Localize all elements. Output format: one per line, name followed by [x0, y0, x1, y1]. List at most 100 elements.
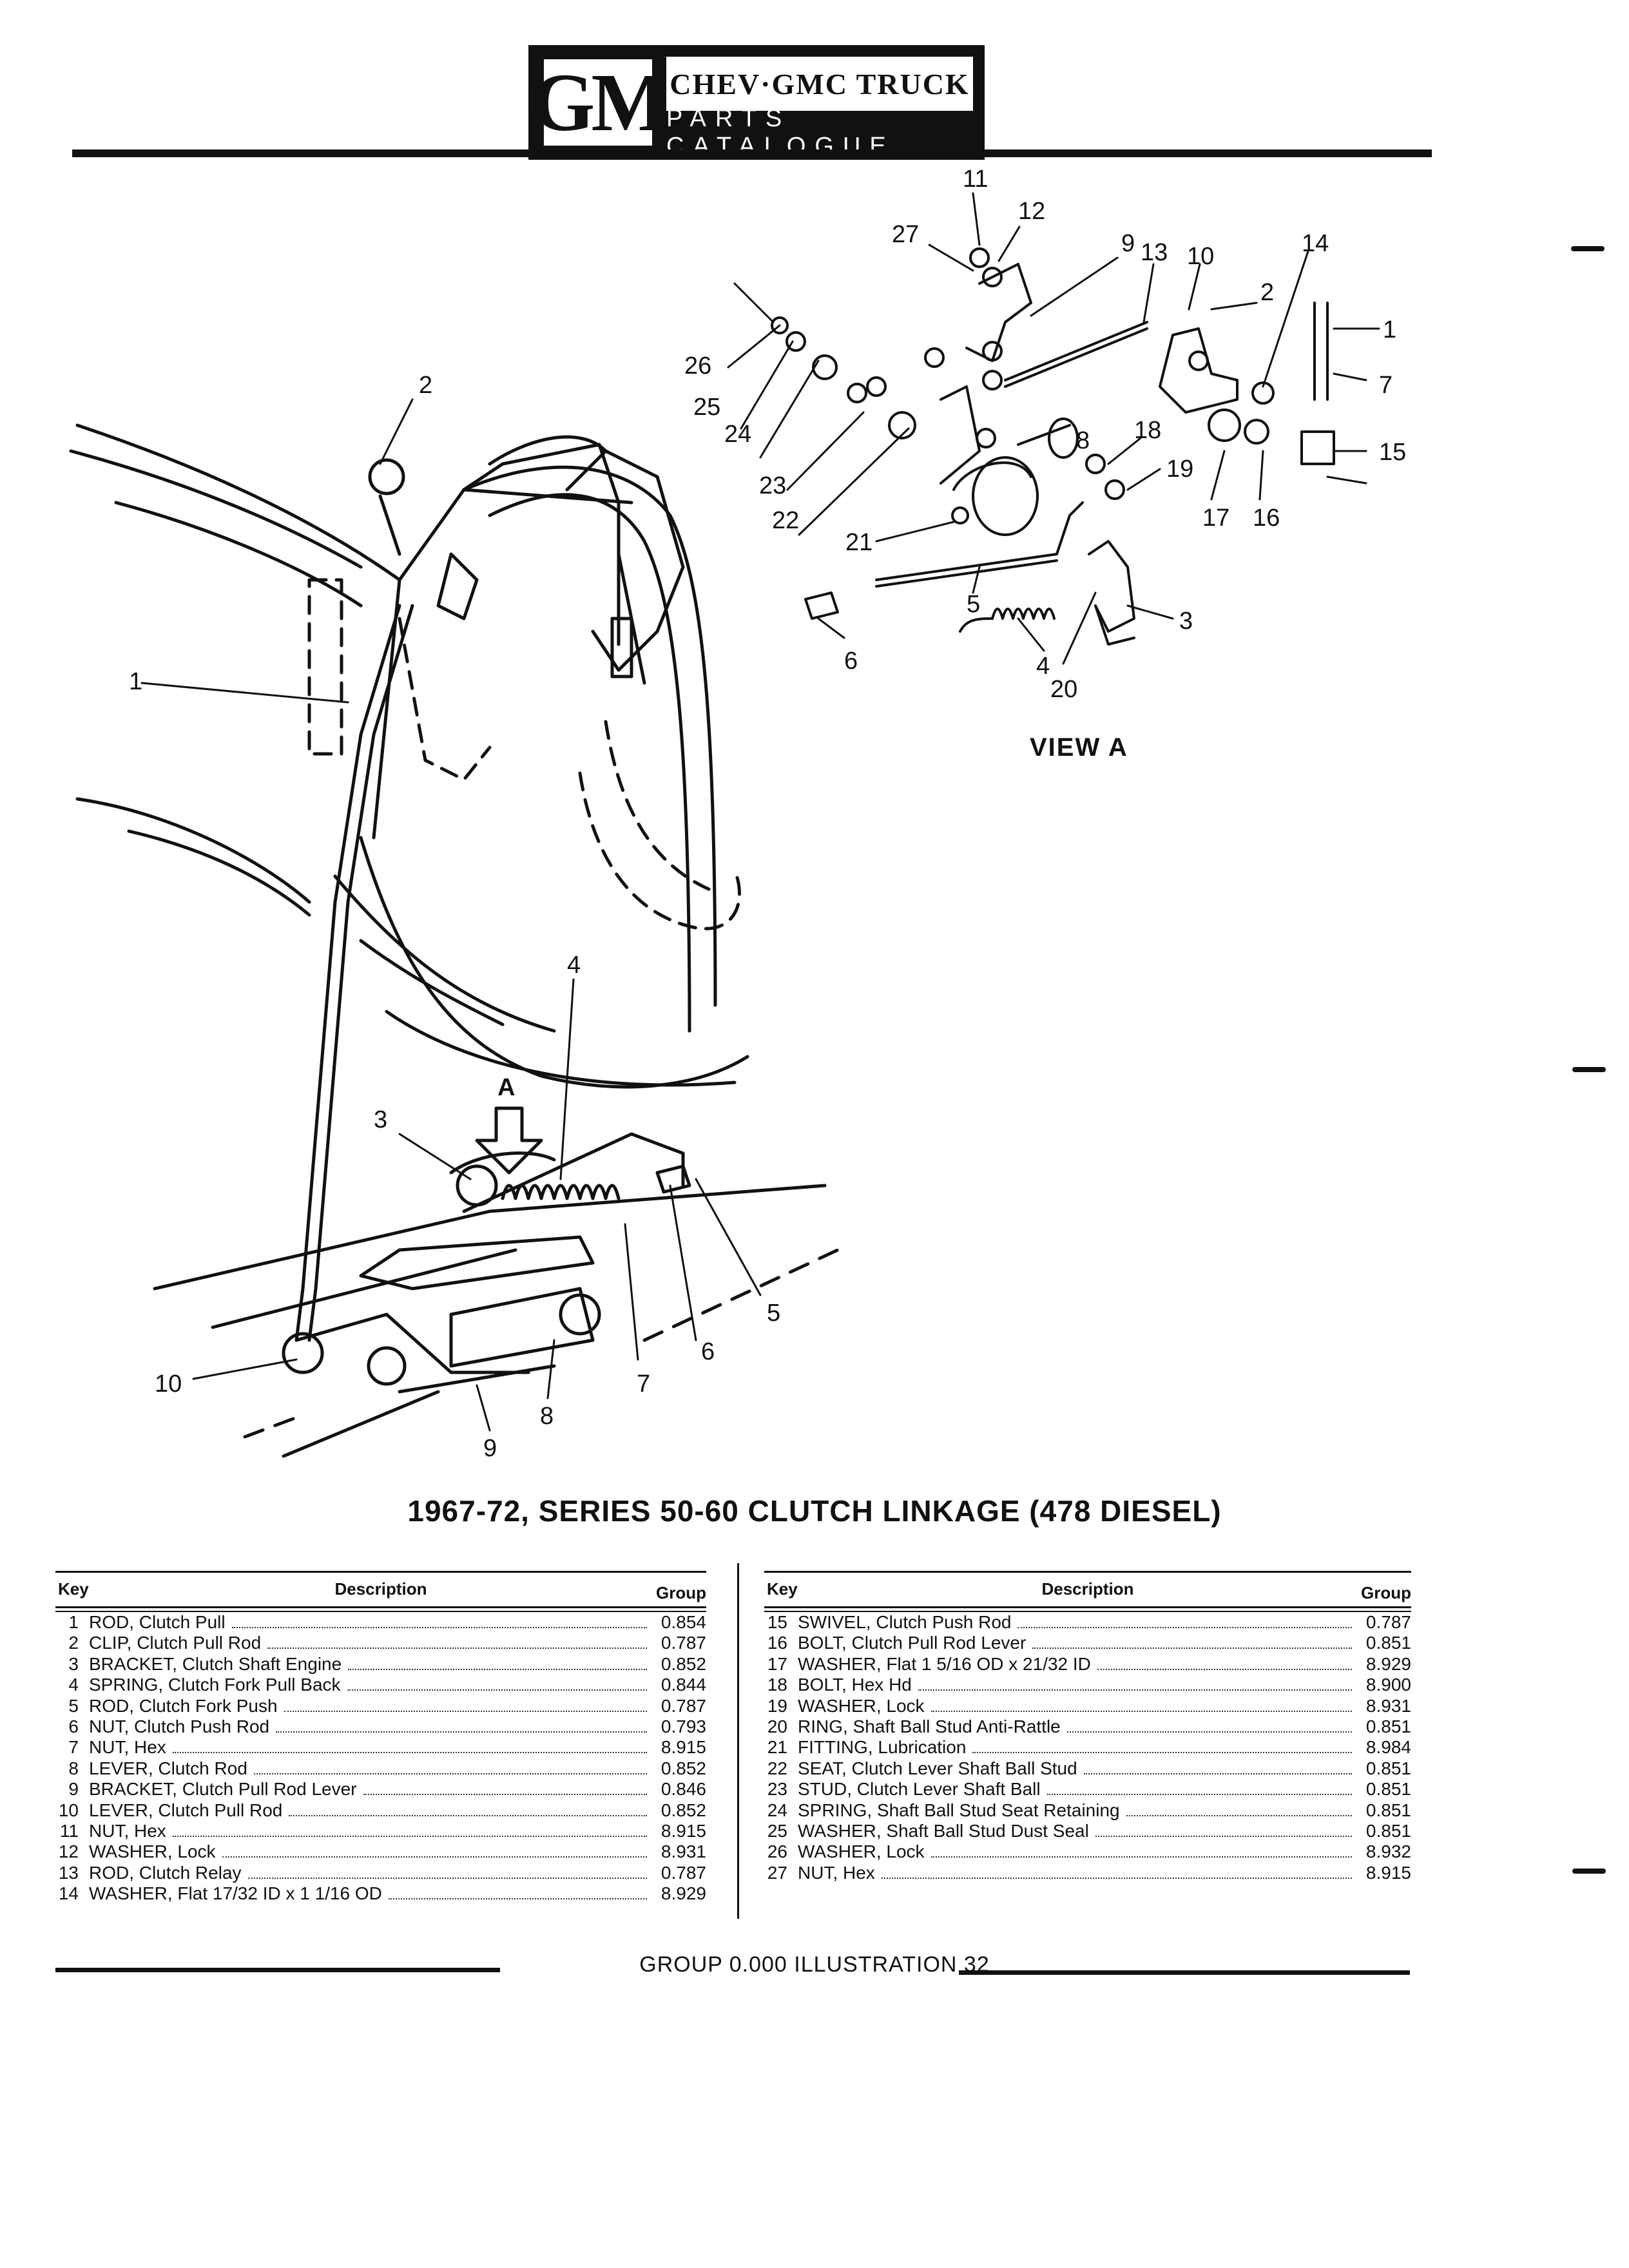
part-description: WASHER, Shaft Ball Stud Dust Seal	[798, 1820, 1089, 1841]
part-key: 8	[68, 1758, 79, 1778]
part-description: BOLT, Hex Hd	[798, 1675, 912, 1695]
part-description: WASHER, Lock	[798, 1695, 925, 1716]
part-description: NUT, Hex	[89, 1820, 166, 1841]
part-key: 15	[767, 1612, 787, 1632]
leader-dots	[1017, 1627, 1352, 1628]
view-a-callout-6: 6	[844, 648, 858, 675]
part-description: ROD, Clutch Fork Push	[89, 1695, 278, 1716]
part-key: 7	[68, 1737, 79, 1758]
leader-dots	[247, 1877, 647, 1879]
leader-dots	[388, 1898, 647, 1900]
part-group-number: 0.851	[1365, 1820, 1411, 1841]
view-a-callout-11: 11	[963, 166, 988, 193]
part-key: 27	[767, 1862, 787, 1883]
part-group-number: 8.915	[1365, 1862, 1411, 1883]
view-a-callout-21: 21	[845, 529, 872, 556]
part-group-number: 0.787	[660, 1695, 706, 1716]
parts-table-header: Key Description Group	[55, 1571, 706, 1605]
part-description: NUT, Clutch Push Rod	[89, 1716, 270, 1736]
callout-7: 7	[637, 1370, 650, 1398]
figure-caption: 1967-72, SERIES 50-60 CLUTCH LINKAGE (47…	[407, 1494, 1222, 1528]
part-description: WASHER, Flat 17/32 ID x 1 1/16 OD	[89, 1883, 382, 1904]
leader-dots	[930, 1856, 1352, 1858]
part-group-number: 0.844	[660, 1675, 706, 1695]
leader-dots	[284, 1710, 647, 1712]
view-a-callout-1: 1	[1383, 316, 1396, 343]
part-key: 22	[767, 1758, 787, 1778]
part-key: 2	[68, 1633, 79, 1653]
part-description: RING, Shaft Ball Stud Anti-Rattle	[798, 1716, 1061, 1736]
callout-5: 5	[767, 1300, 780, 1327]
view-a-callout-17: 17	[1202, 505, 1229, 532]
header-group: Group	[1361, 1583, 1411, 1602]
part-group-number: 0.793	[660, 1716, 706, 1736]
part-key: 16	[767, 1633, 787, 1653]
leader-dots	[253, 1773, 647, 1774]
header-key: Key	[58, 1579, 89, 1599]
part-key: 25	[767, 1820, 787, 1841]
parts-table-right: Key Description Group 15 SWIVEL, Clutch P…	[764, 1571, 1411, 1883]
table-column-divider	[737, 1563, 739, 1919]
part-group-number: 0.851	[1365, 1800, 1411, 1820]
leader-dots	[1032, 1648, 1352, 1649]
view-a-callout-19: 19	[1166, 456, 1193, 483]
part-description: SEAT, Clutch Lever Shaft Ball Stud	[798, 1758, 1077, 1778]
part-group-number: 0.846	[660, 1779, 706, 1800]
part-description: SWIVEL, Clutch Push Rod	[798, 1612, 1012, 1632]
leader-dots	[172, 1835, 647, 1837]
parts-table-header: Key Description Group	[764, 1571, 1411, 1605]
part-description: NUT, Hex	[798, 1862, 875, 1883]
part-key: 20	[767, 1716, 787, 1736]
clutch-linkage-illustration: A 1 2 3 4 5 6 7 8 9 10 11 12 27 9 13 10 …	[69, 166, 1406, 1462]
part-group-number: 8.984	[1365, 1737, 1411, 1758]
part-group-number: 0.787	[660, 1862, 706, 1883]
view-a-callout-23: 23	[759, 472, 786, 499]
part-description: SPRING, Shaft Ball Stud Seat Retaining	[798, 1800, 1120, 1820]
view-arrow-letter: A	[497, 1074, 515, 1101]
leader-dots	[276, 1731, 647, 1733]
footer-rule-right	[959, 1970, 1410, 1975]
leader-dots	[1046, 1794, 1352, 1796]
view-a-callout-16: 16	[1253, 505, 1280, 532]
clutch-shaft-bracket	[368, 449, 685, 685]
part-key: 19	[767, 1695, 787, 1716]
part-key: 11	[59, 1820, 79, 1841]
leader-dots	[363, 1794, 647, 1796]
leader-lines-main	[140, 398, 762, 1432]
callout-4: 4	[567, 952, 581, 979]
view-a-callout-15: 15	[1379, 439, 1406, 466]
view-a-callout-14: 14	[1302, 230, 1329, 257]
leader-dots	[1083, 1773, 1352, 1774]
view-a-callout-8: 8	[1076, 427, 1090, 454]
view-a-exploded-parts	[771, 247, 1335, 646]
part-key: 18	[767, 1675, 787, 1695]
header-description: Description	[334, 1579, 427, 1599]
callout-1: 1	[129, 668, 142, 695]
part-group-number: 8.929	[1365, 1653, 1411, 1674]
binding-mark	[1572, 1067, 1606, 1072]
part-key: 23	[767, 1779, 787, 1800]
part-group-number: 0.851	[1365, 1633, 1411, 1653]
part-key: 6	[68, 1716, 79, 1736]
view-a-callout-12: 12	[1018, 198, 1045, 225]
leader-dots	[918, 1689, 1352, 1691]
header-key: Key	[767, 1579, 798, 1599]
parts-row: 6 NUT, Clutch Push Rod 0.793	[55, 1716, 706, 1737]
part-group-number: 8.931	[1365, 1695, 1411, 1716]
leader-dots	[1097, 1668, 1352, 1670]
part-group-number: 0.852	[660, 1653, 706, 1674]
part-group-number: 0.787	[660, 1633, 706, 1653]
part-key: 1	[68, 1612, 79, 1632]
